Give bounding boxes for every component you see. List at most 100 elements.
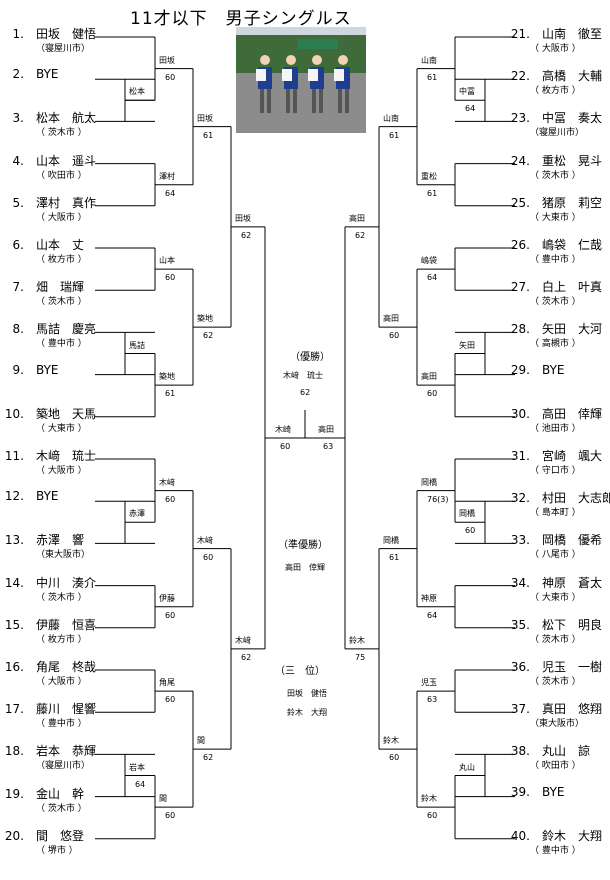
match-score: 61 xyxy=(427,188,438,198)
match-winner: 山南 xyxy=(383,113,399,123)
player-entry: 10.築地 天馬 xyxy=(0,405,96,422)
player-name: 重松 晃斗 xyxy=(542,153,603,168)
match-winner: 高田 xyxy=(349,213,365,223)
player-entry: 15.伊藤 恒喜 xyxy=(0,616,96,633)
match-winner: 中冨 xyxy=(459,87,475,97)
player-entry: 19.金山 幹 xyxy=(0,785,84,802)
match-winner: 鈴木 xyxy=(421,794,437,804)
match-score: 60 xyxy=(165,610,176,620)
seed-number: 33. xyxy=(510,533,530,548)
player-name: 間 悠登 xyxy=(36,828,85,843)
player-name: 村田 大志郎 xyxy=(542,491,610,506)
seed-number: 16. xyxy=(4,660,24,674)
match-score: 60 xyxy=(389,753,400,763)
runner-up-name: 高田 倖輝 xyxy=(285,563,325,572)
third-place-label: （三 位） xyxy=(275,666,325,677)
player-club: （寝屋川市） xyxy=(36,761,91,772)
player-entry: 18.岩本 恭輝 xyxy=(0,742,96,759)
seed-number: 12. xyxy=(4,489,24,504)
seed-number: 26. xyxy=(510,238,530,252)
seed-number: 28. xyxy=(510,322,530,337)
player-entry: 22.高橋 大輔 xyxy=(504,67,602,84)
player-entry: 7. 畑 瑞輝 xyxy=(0,278,84,295)
player-club: （ 大阪市 ） xyxy=(36,466,87,476)
player-name: 金山 幹 xyxy=(36,786,85,801)
match-winner: 嶋袋 xyxy=(421,256,437,266)
seed-number: 9. xyxy=(12,362,24,377)
match-winner: 矢田 xyxy=(459,340,475,350)
player-entry: 28.矢田 大河 xyxy=(504,320,602,337)
player-entry: 17. 藤川 惺響 xyxy=(0,700,96,717)
seed-number: 8. xyxy=(12,322,24,337)
player-club: （ 大東市 ） xyxy=(530,592,581,603)
player-club: （ 茨木市 ） xyxy=(36,297,87,308)
match-winner: 岡橋 xyxy=(383,535,399,545)
player-club: （寝屋川市） xyxy=(530,128,585,139)
player-name: 岩本 恭輝 xyxy=(36,744,97,759)
player-club: （ 茨木市 ） xyxy=(530,170,581,181)
seed-number: 15. xyxy=(4,617,24,632)
player-club: （ 大東市 ） xyxy=(36,423,87,434)
player-entry: 31.宮崎 颯大 xyxy=(504,447,602,464)
player-club: （ 高槻市 ） xyxy=(530,339,581,350)
match-winner: 木﨑 xyxy=(235,635,251,645)
match-score: 61 xyxy=(165,389,176,399)
player-name: 中冨 奏太 xyxy=(542,111,603,126)
player-entry: 26. 嶋袋 仁哉 xyxy=(504,236,602,253)
player-name: 畑 瑞輝 xyxy=(36,280,85,295)
match-winner: 山本 xyxy=(159,256,175,266)
player-entry: 35.松下 明良 xyxy=(504,616,602,633)
match-score: 64 xyxy=(165,188,176,198)
player-entry: 29.BYE xyxy=(504,363,565,377)
player-club: （ 茨木市 ） xyxy=(36,803,87,814)
match-score: 60 xyxy=(389,331,400,341)
player-name: 神原 蒼太 xyxy=(542,575,603,590)
third-place-name-2: 鈴木 大翔 xyxy=(287,708,327,717)
player-name: 藤川 惺響 xyxy=(36,702,97,717)
seed-number: 21. xyxy=(510,27,530,41)
player-name: 岡橋 優希 xyxy=(542,533,603,548)
player-name: 澤村 真作 xyxy=(36,195,97,210)
player-name: 猪原 莉空 xyxy=(542,195,603,210)
match-winner: 重松 xyxy=(421,171,437,181)
match-winner: 鈴木 xyxy=(349,635,365,645)
match-winner: 岡橋 xyxy=(421,477,437,487)
seed-number: 39. xyxy=(510,784,530,799)
match-score: 62 xyxy=(203,331,214,341)
match-score: 61 xyxy=(203,130,214,140)
match-winner: 岡橋 xyxy=(459,509,475,519)
player-club: （ 豊中市 ） xyxy=(530,845,581,856)
match-score: 64 xyxy=(427,273,438,283)
player-entry: 37.真田 悠翔 xyxy=(504,700,602,717)
seed-number: 5. xyxy=(12,195,24,210)
match-winner: 岩本 xyxy=(129,762,145,772)
player-name: 田坂 健悟 xyxy=(36,27,97,41)
player-name: 児玉 一樹 xyxy=(542,660,603,674)
seed-number: 13. xyxy=(4,533,24,548)
match-winner: 木﨑 xyxy=(159,477,175,487)
player-name: BYE xyxy=(542,362,565,377)
player-name: BYE xyxy=(36,362,59,377)
match-winner: 鈴木 xyxy=(383,736,399,746)
match-score: 60 xyxy=(165,273,176,283)
player-club: （ 茨木市 ） xyxy=(530,677,581,687)
match-winner: 木﨑 xyxy=(197,535,213,545)
seed-number: 30. xyxy=(510,406,530,421)
seed-number: 20. xyxy=(4,828,24,843)
seed-number: 25. xyxy=(510,195,530,210)
match-winner: 神原 xyxy=(421,593,437,603)
seed-number: 14. xyxy=(4,575,24,590)
match-winner: 松本 xyxy=(129,87,145,97)
semifinal-right-score: 63 xyxy=(323,442,334,451)
seed-number: 7. xyxy=(12,280,24,295)
seed-number: 34. xyxy=(510,575,530,590)
player-club: （ 大東市 ） xyxy=(530,212,581,223)
match-score: 61 xyxy=(389,130,400,140)
player-name: 嶋袋 仁哉 xyxy=(542,238,603,252)
seed-number: 17. xyxy=(4,702,24,717)
player-club: （寝屋川市） xyxy=(36,44,91,54)
seed-number: 38. xyxy=(510,744,530,759)
player-club: （ 堺市 ） xyxy=(36,845,78,856)
player-club: （ 吹田市 ） xyxy=(36,170,87,181)
